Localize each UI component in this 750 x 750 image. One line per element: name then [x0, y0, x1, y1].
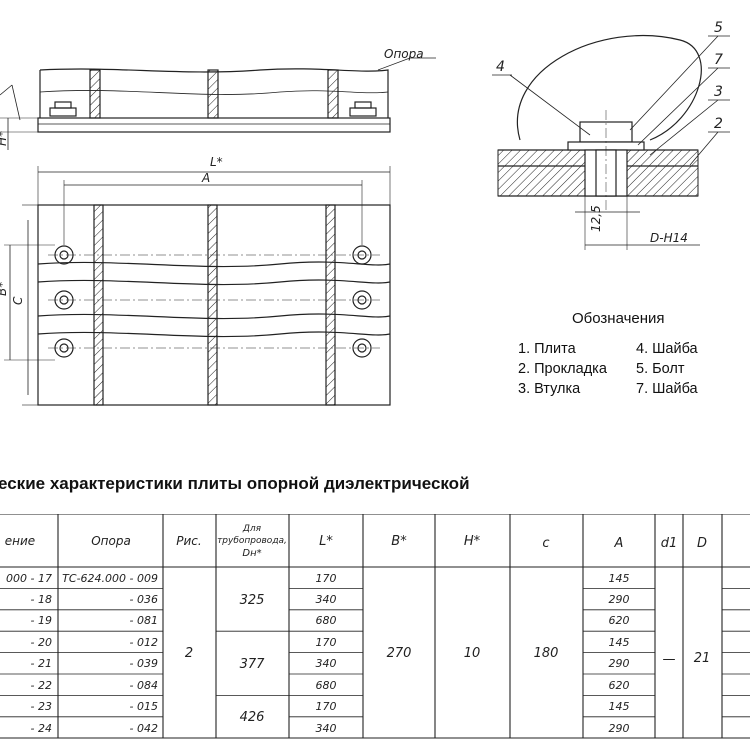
- L-cell: 340: [316, 593, 337, 606]
- D-cell: 21: [694, 651, 711, 666]
- side-view: [0, 57, 436, 150]
- dim-D: D-H14: [650, 231, 688, 245]
- L-cell: 340: [316, 657, 337, 670]
- header-opora: Опора: [91, 534, 131, 548]
- legend-title: Обозначения: [572, 310, 665, 327]
- A-cell: 290: [609, 722, 630, 735]
- opora-cell: - 081: [130, 614, 158, 627]
- header-ris: Рис.: [176, 534, 201, 548]
- opora-cell: - 039: [130, 657, 158, 670]
- designation-cell: - 22: [31, 679, 52, 692]
- pipe-cell: 325: [240, 593, 265, 608]
- legend-item: 5. Болт: [636, 361, 685, 377]
- dim-A: A: [201, 171, 210, 185]
- legend-item: 1. Плита: [518, 341, 576, 357]
- technical-drawing: Опора L* A C B* H* 5 7 3 2 4 12,5 D-H14: [0, 20, 730, 406]
- opora-cell: - 015: [130, 700, 158, 713]
- ris-cell: 2: [185, 646, 193, 661]
- label-opora: Опора: [384, 47, 424, 61]
- callout-3: 3: [714, 84, 723, 100]
- header-pipe-3: Dн*: [242, 548, 261, 559]
- c-cell: 180: [534, 646, 559, 661]
- L-cell: 340: [316, 722, 337, 735]
- L-cell: 680: [316, 679, 337, 692]
- H-cell: 10: [464, 646, 481, 661]
- dim-H: H*: [0, 131, 9, 146]
- header-designation: ение: [5, 534, 35, 548]
- callout-2: 2: [714, 116, 723, 132]
- header-H: H*: [464, 534, 481, 549]
- callout-4: 4: [496, 59, 505, 75]
- designation-cell: 000 - 17: [6, 572, 52, 585]
- A-cell: 620: [609, 679, 630, 692]
- legend-item: 7. Шайба: [636, 381, 698, 397]
- designation-cell: - 19: [31, 614, 52, 627]
- callout-7: 7: [714, 52, 723, 68]
- detail-view: [492, 35, 730, 250]
- header-pipe-2: трубопровода,: [217, 536, 287, 546]
- header-D: D: [697, 536, 707, 551]
- A-cell: 145: [609, 572, 630, 585]
- legend-item: 2. Прокладка: [518, 361, 607, 377]
- L-cell: 170: [316, 700, 337, 713]
- A-cell: 290: [609, 593, 630, 606]
- designation-cell: - 23: [31, 700, 52, 713]
- d1-cell: —: [663, 652, 676, 667]
- header-A: A: [614, 536, 624, 551]
- legend-grid: 1. Плита 4. Шайба 2. Прокладка 5. Болт 3…: [518, 341, 750, 397]
- B-cell: 270: [387, 646, 412, 661]
- opora-cell: - 036: [130, 593, 158, 606]
- A-cell: 290: [609, 657, 630, 670]
- plan-view: [4, 166, 391, 406]
- section-title: еские характеристики плиты опорной диэле…: [0, 474, 470, 493]
- spec-table: ение Опора Рис. Для трубопровода, Dн* L*…: [0, 514, 750, 750]
- opora-cell: - 084: [130, 679, 158, 692]
- A-cell: 145: [609, 636, 630, 649]
- callout-5: 5: [714, 20, 723, 36]
- legend-item: 4. Шайба: [636, 341, 698, 357]
- pipe-cell: 426: [240, 710, 265, 725]
- L-cell: 680: [316, 614, 337, 627]
- dim-12-5: 12,5: [589, 205, 603, 232]
- A-cell: 620: [609, 614, 630, 627]
- dim-L: L*: [210, 155, 223, 169]
- L-cell: 170: [316, 572, 337, 585]
- header-c: c: [542, 536, 549, 551]
- header-pipe-1: Для: [242, 524, 262, 534]
- header-L: L*: [319, 534, 333, 549]
- legend: Обозначения 1. Плита 4. Шайба 2. Проклад…: [518, 310, 750, 397]
- A-cell: 145: [609, 700, 630, 713]
- dim-C: C: [11, 296, 25, 305]
- designation-cell: - 21: [31, 657, 52, 670]
- header-d1: d1: [661, 536, 678, 551]
- opora-cell: - 042: [130, 722, 158, 735]
- dim-B: B*: [0, 282, 9, 296]
- opora-cell: - 012: [130, 636, 158, 649]
- opora-cell: ТС-624.000 - 009: [62, 572, 158, 585]
- designation-cell: - 20: [31, 636, 52, 649]
- L-cell: 170: [316, 636, 337, 649]
- designation-cell: - 24: [31, 722, 52, 735]
- header-B: B*: [391, 534, 407, 549]
- legend-item: 3. Втулка: [518, 381, 581, 397]
- designation-cell: - 18: [31, 593, 52, 606]
- pipe-cell: 377: [240, 657, 266, 672]
